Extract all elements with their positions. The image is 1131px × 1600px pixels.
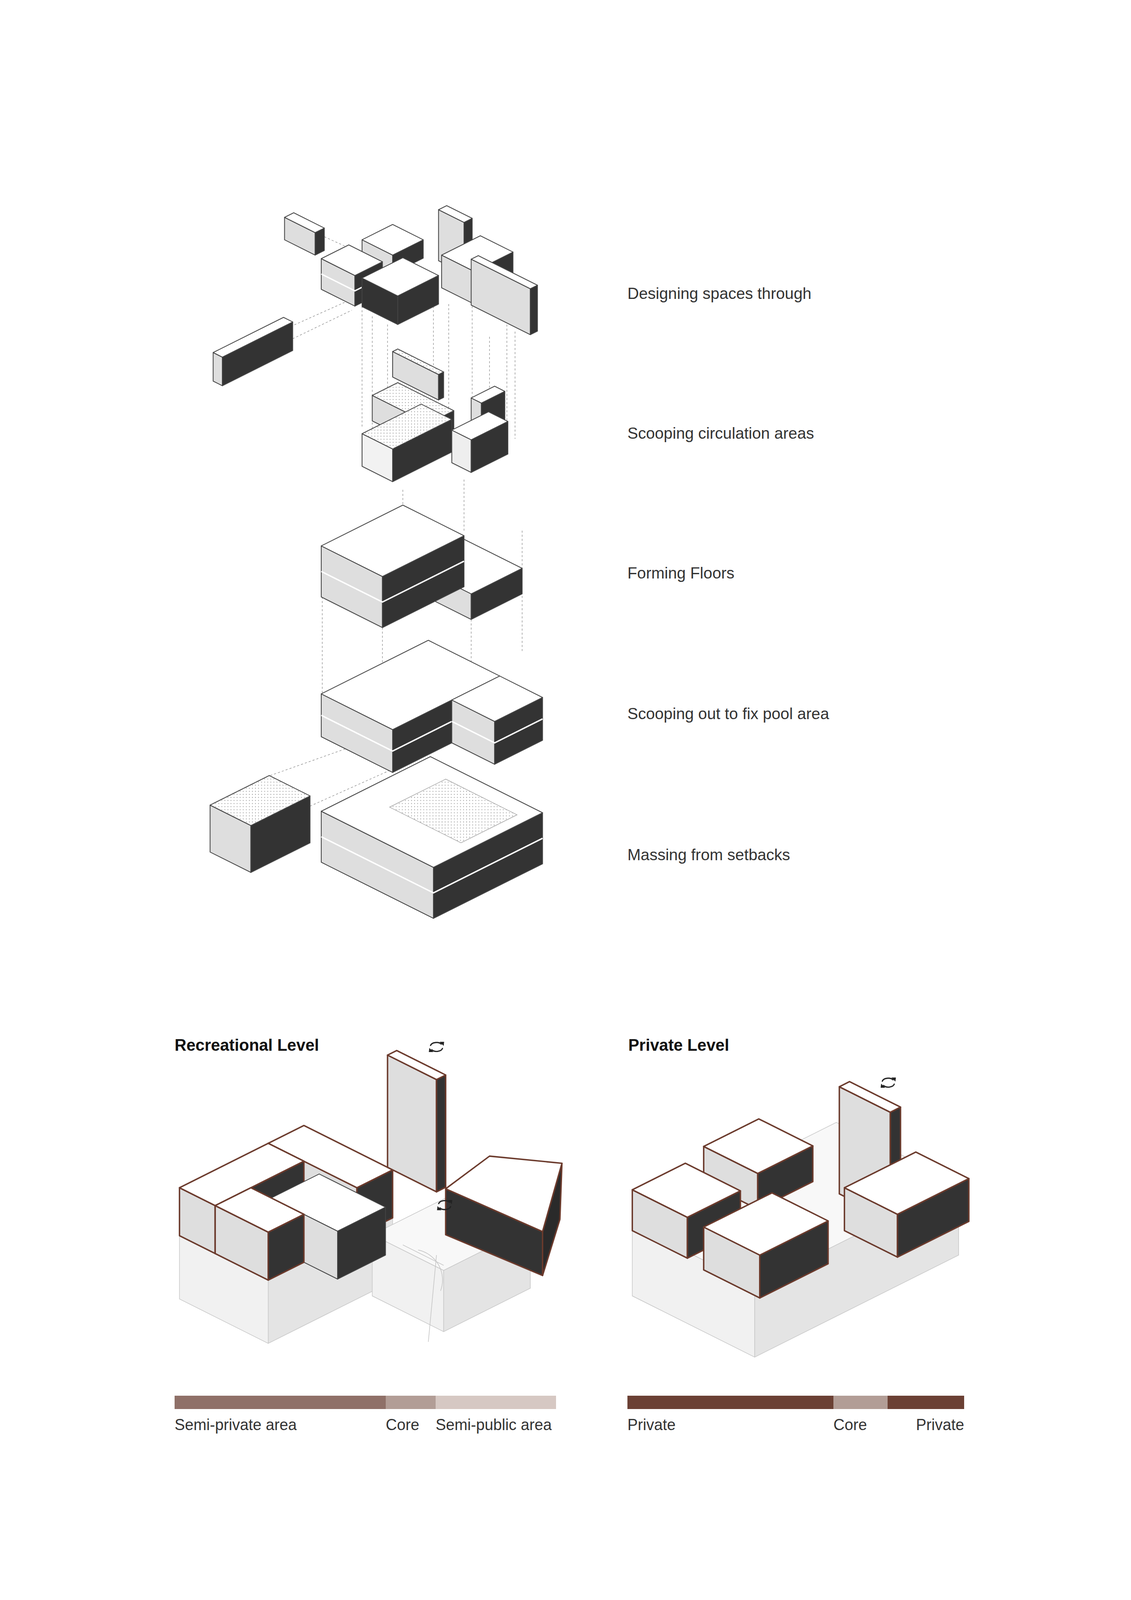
- legend-label: Semi-public area: [435, 1415, 552, 1434]
- block-top: [703, 1192, 828, 1255]
- level-block: [215, 1187, 304, 1281]
- step-label: Scooping circulation areas: [627, 424, 815, 443]
- block-face: [436, 1074, 446, 1192]
- rotation-head: [439, 1041, 445, 1046]
- block-face: [213, 352, 223, 386]
- block-face: [530, 285, 538, 335]
- block-top: [471, 255, 538, 289]
- level-block: [445, 1155, 562, 1276]
- massing-block: [321, 756, 543, 919]
- rotation-arc: [883, 1083, 895, 1088]
- block-top: [210, 775, 311, 826]
- projection-line: [361, 306, 363, 429]
- step-label: Massing from setbacks: [627, 845, 790, 865]
- level-block: [703, 1192, 828, 1298]
- rotation-icon: [428, 1041, 445, 1052]
- massing-block: [362, 403, 452, 482]
- block-top: [387, 1050, 446, 1080]
- block-top: [632, 1163, 741, 1218]
- rotation-arc: [439, 1205, 451, 1210]
- massing-block: [362, 257, 439, 325]
- level-heading: Private Level: [628, 1035, 729, 1055]
- step-label: Forming Floors: [627, 564, 735, 583]
- massing-block: [471, 255, 538, 335]
- block-top: [215, 1187, 304, 1233]
- level-block: [844, 1151, 969, 1257]
- rotation-arc: [882, 1078, 894, 1082]
- rotation-head: [880, 1083, 886, 1088]
- rotation-head: [447, 1199, 453, 1204]
- legend-label: Private: [627, 1415, 676, 1434]
- block-top: [451, 676, 543, 722]
- step-label: Designing spaces through: [627, 284, 812, 304]
- rotation-head: [428, 1048, 434, 1052]
- projection-line: [463, 479, 465, 531]
- legend-swatch: [887, 1395, 965, 1409]
- rotation-arc: [430, 1042, 442, 1046]
- block-top: [451, 411, 508, 440]
- ghost-line: [428, 1254, 437, 1342]
- hatched-top: [362, 403, 452, 449]
- projection-line: [514, 331, 516, 439]
- massing-block: [213, 317, 293, 386]
- rotation-head: [436, 1205, 442, 1210]
- pool-area: [389, 778, 517, 843]
- block-top: [362, 224, 424, 256]
- projection-line: [506, 316, 508, 429]
- block-top: [445, 1155, 562, 1232]
- level-heading: Recreational Level: [174, 1035, 320, 1055]
- rotation-arc: [438, 1200, 450, 1205]
- legend-swatch: [435, 1395, 557, 1409]
- massing-block: [321, 504, 465, 628]
- block-top: [392, 348, 444, 375]
- floor-line: [451, 718, 543, 743]
- rotation-icon: [880, 1077, 897, 1088]
- legend-label: Core: [385, 1415, 420, 1434]
- massing-block: [284, 212, 325, 256]
- block-top: [703, 1118, 813, 1174]
- hatched-top: [210, 775, 311, 826]
- block-top: [284, 212, 325, 233]
- legend-label: Private: [915, 1415, 965, 1434]
- projection-line: [292, 310, 353, 339]
- block-top: [839, 1081, 901, 1113]
- projection-line: [448, 304, 449, 424]
- legend-label: Semi-private area: [174, 1415, 297, 1434]
- rotation-icon: [436, 1199, 453, 1211]
- block-top: [471, 386, 505, 403]
- legend-swatch: [174, 1395, 386, 1409]
- floor-line: [321, 561, 465, 603]
- block-top: [321, 504, 465, 577]
- ghost-line: [402, 1244, 444, 1265]
- projection-line: [322, 596, 323, 704]
- legend-swatch: [627, 1395, 834, 1409]
- massing-block: [210, 775, 311, 873]
- block-top: [438, 205, 473, 223]
- legend-swatch: [833, 1395, 888, 1409]
- legend-swatch: [385, 1395, 436, 1409]
- block-top: [321, 756, 543, 867]
- hatched-top: [392, 348, 444, 375]
- block-top: [362, 403, 452, 449]
- step-label: Scooping out to fix pool area: [627, 704, 830, 724]
- rotation-arc: [431, 1048, 443, 1052]
- legend-label: Core: [833, 1415, 867, 1434]
- massing-block: [451, 676, 543, 765]
- massing-block: [451, 411, 508, 473]
- block-top: [844, 1151, 969, 1214]
- door-swing: [417, 1249, 443, 1291]
- block-top: [362, 257, 439, 296]
- rotation-head: [891, 1077, 897, 1082]
- block-face: [438, 371, 444, 400]
- level-block: [387, 1050, 446, 1192]
- block-top: [321, 244, 383, 276]
- floor-line: [321, 836, 543, 893]
- block-top: [213, 317, 293, 358]
